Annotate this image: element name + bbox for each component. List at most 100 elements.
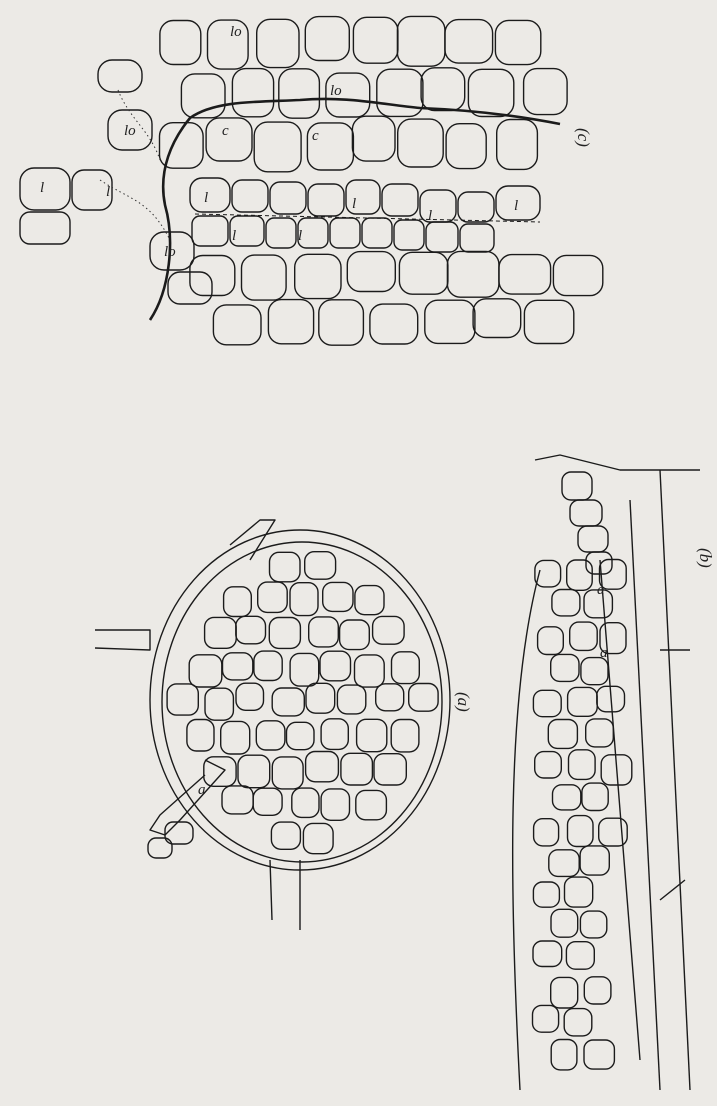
label-lo: lo — [330, 83, 342, 99]
plant-cell — [565, 877, 593, 907]
plant-cell — [254, 651, 282, 680]
plant-cell — [256, 721, 285, 750]
plant-cell — [242, 255, 287, 300]
label-a: a — [198, 782, 206, 798]
plant-cell — [373, 616, 405, 644]
plant-cell — [524, 69, 568, 115]
plant-cell — [374, 754, 406, 785]
plant-cell — [356, 790, 387, 819]
plant-cell — [213, 305, 261, 345]
plant-cell — [236, 616, 266, 644]
plant-cell — [272, 757, 303, 789]
panel-c-cell-row — [190, 178, 540, 252]
label-lo: lo — [230, 24, 242, 40]
plant-cell — [570, 622, 598, 650]
plant-cell — [290, 583, 318, 616]
panel-b-outer-wall — [660, 470, 690, 1090]
plant-cell — [208, 20, 249, 69]
plant-cell — [306, 683, 335, 713]
label-l: l — [40, 180, 44, 196]
plant-cell — [392, 652, 420, 684]
plant-cell — [352, 116, 395, 161]
plant-cell — [533, 941, 562, 967]
plant-cell — [551, 977, 578, 1008]
plant-cell — [321, 789, 349, 820]
plant-cell — [391, 720, 419, 752]
plant-cell — [399, 252, 448, 294]
panel-a-cells — [167, 552, 438, 854]
plant-cell — [397, 16, 445, 66]
label-lo: lo — [164, 244, 176, 260]
panel-b-caption: (b) — [696, 548, 715, 568]
plant-cell — [232, 69, 273, 117]
panel-b-inner-wall — [630, 500, 660, 1090]
label-l: l — [514, 198, 518, 214]
plant-cell — [323, 582, 353, 611]
plant-cell — [582, 783, 608, 810]
plant-cell — [580, 846, 609, 875]
plant-cell — [319, 300, 364, 345]
plant-cell — [499, 255, 551, 295]
plant-cell — [290, 653, 319, 686]
label-c: c — [312, 128, 319, 144]
plant-cell — [581, 658, 608, 685]
plant-cell — [421, 68, 465, 111]
panel-a-top-projection — [230, 520, 275, 560]
plant-cell — [167, 684, 198, 715]
plant-cell — [580, 911, 606, 938]
plant-cell — [497, 120, 538, 170]
plant-cell — [270, 552, 301, 582]
plant-cell — [347, 252, 395, 292]
plant-cell — [269, 618, 300, 649]
panel-b-cells — [533, 560, 632, 1070]
plant-cell — [238, 755, 270, 788]
plant-cell — [567, 560, 593, 590]
plant-cell — [564, 1009, 592, 1036]
plant-cell — [468, 69, 513, 116]
plant-cell — [268, 300, 313, 344]
plant-cell — [398, 119, 444, 167]
plant-cell — [551, 909, 578, 937]
plant-cell — [222, 786, 253, 814]
panel-b-longitudinal-section: a a (b) — [513, 455, 715, 1090]
plant-cell — [187, 720, 214, 752]
plant-cell — [533, 690, 561, 716]
plant-cell — [533, 882, 559, 907]
label-l: l — [204, 190, 208, 206]
plant-cell — [551, 1040, 577, 1070]
plant-cell — [309, 617, 339, 647]
panel-c-tissue-section: lo lo lo lo c c l l l l l l l l (c) — [20, 16, 603, 345]
plant-cell — [271, 822, 300, 849]
label-l: l — [428, 208, 432, 224]
plant-cell — [236, 683, 264, 710]
plant-cell — [495, 20, 540, 64]
label-l: l — [232, 228, 236, 244]
label-l: l — [106, 184, 110, 200]
plant-cell — [377, 69, 423, 116]
panel-a-left-filament — [95, 630, 150, 650]
panel-b-epidermis — [513, 570, 540, 1090]
label-a: a — [600, 645, 608, 661]
panel-c-caption: (c) — [574, 128, 593, 147]
plant-cell — [376, 684, 404, 711]
plant-cell — [447, 251, 499, 297]
plant-cell — [221, 721, 250, 754]
label-l: l — [298, 228, 302, 244]
label-c: c — [222, 123, 229, 139]
plant-cell — [224, 587, 252, 617]
plant-cell — [586, 719, 614, 747]
plant-cell — [205, 688, 233, 720]
plant-cell — [551, 654, 579, 681]
plant-cell — [321, 719, 348, 750]
plant-cell — [189, 655, 222, 687]
plant-cell — [258, 582, 288, 612]
plant-cell — [340, 620, 370, 650]
plant-cell — [357, 719, 387, 751]
plant-cell — [566, 942, 594, 970]
plant-cell — [553, 785, 581, 810]
panel-c-left-chain — [20, 60, 212, 304]
plant-cell — [524, 300, 573, 343]
plant-cell — [445, 20, 493, 64]
plant-cell — [337, 685, 365, 714]
